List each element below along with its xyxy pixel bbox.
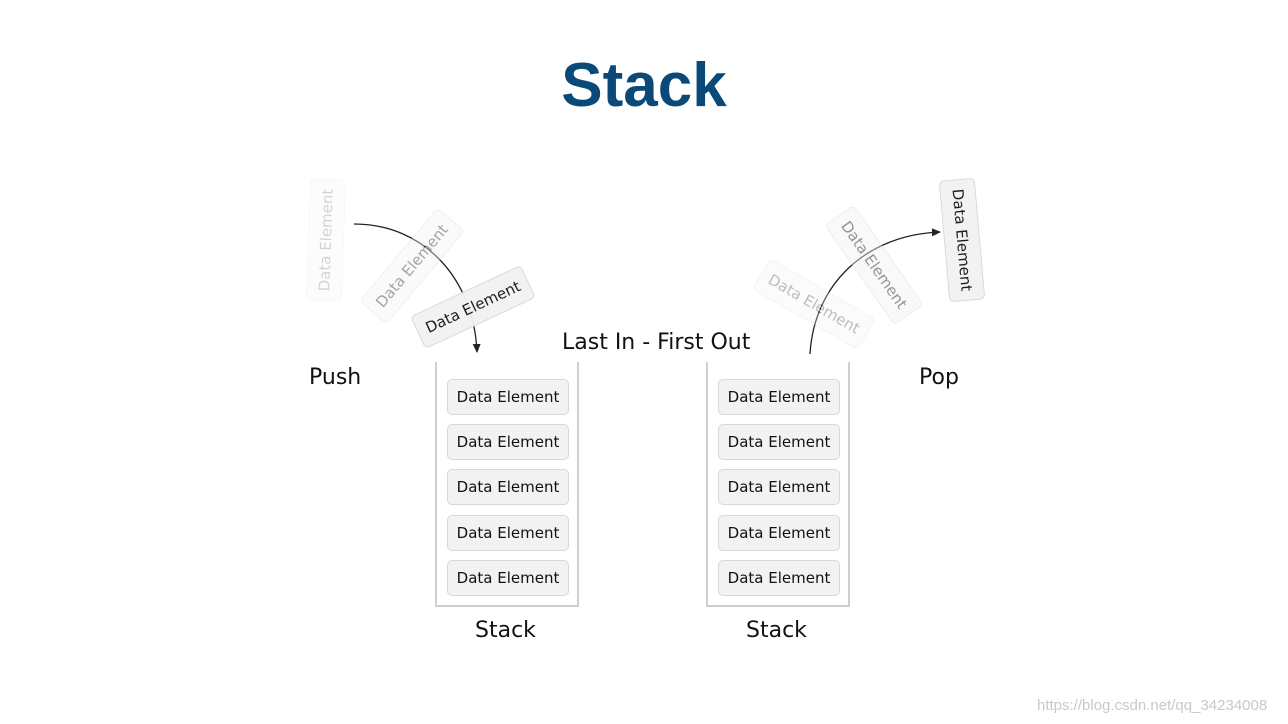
pop-arrow (809, 228, 941, 355)
stack-element: Data Element (447, 424, 569, 460)
lifo-label: Last In - First Out (562, 330, 751, 355)
stack-element: Data Element (447, 379, 569, 415)
stack-element: Data Element (447, 560, 569, 596)
stack-element: Data Element (718, 560, 840, 596)
stack-element: Data Element (718, 515, 840, 551)
pop-label: Pop (919, 365, 959, 390)
stack-element: Data Element (718, 424, 840, 460)
left-stack-label: Stack (475, 618, 536, 643)
stack-element: Data Element (447, 515, 569, 551)
watermark: https://blog.csdn.net/qq_34234008 (1037, 697, 1268, 714)
stack-element: Data Element (718, 379, 840, 415)
right-stack-label: Stack (746, 618, 807, 643)
push-flying-element-faded: Data Element (305, 178, 347, 302)
page-title: Stack (561, 51, 727, 120)
left-stack-container: Data Element Data Element Data Element D… (435, 362, 579, 607)
stack-element: Data Element (447, 469, 569, 505)
push-label: Push (309, 365, 362, 390)
stack-element: Data Element (718, 469, 840, 505)
right-stack-container: Data Element Data Element Data Element D… (706, 362, 850, 607)
